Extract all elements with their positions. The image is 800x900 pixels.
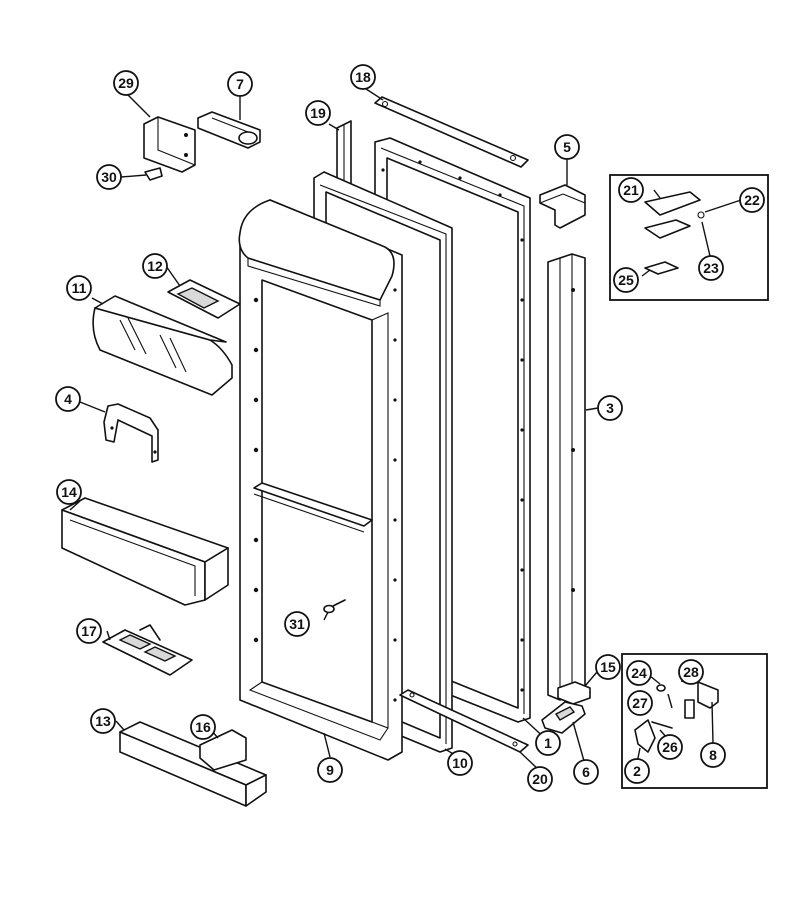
inset-box-bottom: [621, 653, 768, 789]
small-clip-drawing: [144, 167, 163, 181]
callout-10-label: 10: [452, 755, 468, 771]
callout-30-label: 30: [101, 169, 117, 185]
callout-9: 9: [317, 757, 343, 783]
screw-drawing: [323, 599, 346, 614]
callout-31-label: 31: [289, 616, 305, 632]
callout-28: 28: [678, 659, 704, 685]
callout-19: 19: [305, 100, 331, 126]
callout-15: 15: [595, 654, 621, 680]
callout-9-label: 9: [326, 762, 334, 778]
small-flap-drawing: [167, 279, 241, 319]
callout-11-label: 11: [72, 280, 87, 296]
callout-1-label: 1: [544, 735, 552, 751]
top-hinge-drawing: [197, 111, 261, 149]
callout-2-label: 2: [633, 763, 641, 779]
dairy-door-drawing: [92, 295, 233, 396]
inset-bottom-parts-drawing: [634, 681, 719, 753]
callout-1: 1: [535, 730, 561, 756]
inset-top-parts-drawing: [644, 191, 705, 275]
side-channel-drawing: [547, 253, 586, 701]
callout-29: 29: [113, 70, 139, 96]
callout-8-label: 8: [709, 747, 717, 763]
callout-22-label: 22: [744, 192, 760, 208]
callout-11: 11: [66, 275, 92, 301]
top-strip-drawing: [374, 96, 529, 168]
callout-16: 16: [190, 714, 216, 740]
bottom-strip-drawing: [399, 689, 529, 753]
callout-5-label: 5: [563, 139, 571, 155]
callout-12: 12: [142, 253, 168, 279]
callout-22: 22: [739, 187, 765, 213]
callout-20: 20: [527, 766, 553, 792]
callout-17-label: 17: [81, 623, 97, 639]
door-bin-drawing: [61, 497, 229, 606]
inset-box-top: [609, 174, 769, 301]
hinge-cover-drawing: [541, 701, 586, 734]
callout-20-label: 20: [532, 771, 548, 787]
callout-25: 25: [613, 267, 639, 293]
callout-24: 24: [626, 660, 652, 686]
callout-5: 5: [554, 134, 580, 160]
callout-23: 23: [698, 255, 724, 281]
callout-12-label: 12: [147, 258, 163, 274]
callout-15-label: 15: [600, 659, 616, 675]
door-liner-drawing: [238, 199, 403, 761]
callout-18-label: 18: [355, 69, 371, 85]
callout-28-label: 28: [683, 664, 699, 680]
callout-24-label: 24: [631, 665, 647, 681]
callout-6-label: 6: [582, 764, 590, 780]
callout-3: 3: [597, 395, 623, 421]
callout-18: 18: [350, 64, 376, 90]
callout-14-label: 14: [61, 484, 77, 500]
callout-4-label: 4: [64, 391, 72, 407]
base-grate-drawing: [102, 624, 193, 676]
callout-27: 27: [627, 690, 653, 716]
callout-14: 14: [56, 479, 82, 505]
callout-17: 17: [76, 618, 102, 644]
callout-21: 21: [618, 177, 644, 203]
bin-divider-drawing: [199, 729, 247, 771]
callout-16-label: 16: [195, 719, 211, 735]
callout-26: 26: [657, 734, 683, 760]
callout-10: 10: [447, 750, 473, 776]
callout-7: 7: [227, 71, 253, 97]
bottom-cap-drawing: [557, 681, 591, 705]
callout-2: 2: [624, 758, 650, 784]
callout-3-label: 3: [606, 400, 614, 416]
callout-4: 4: [55, 386, 81, 412]
callout-13-label: 13: [95, 713, 111, 729]
callout-21-label: 21: [623, 182, 639, 198]
callout-29-label: 29: [118, 75, 134, 91]
hinge-bracket-drawing: [143, 116, 196, 173]
callout-27-label: 27: [632, 695, 648, 711]
callout-31: 31: [284, 611, 310, 637]
callout-26-label: 26: [662, 739, 678, 755]
lower-bin-drawing: [119, 721, 267, 807]
callout-6: 6: [573, 759, 599, 785]
door-handle-drawing: [103, 403, 159, 463]
callout-7-label: 7: [236, 76, 244, 92]
callout-13: 13: [90, 708, 116, 734]
callout-25-label: 25: [618, 272, 634, 288]
top-cap-drawing: [539, 184, 586, 229]
callout-23-label: 23: [703, 260, 719, 276]
callout-8: 8: [700, 742, 726, 768]
callout-30: 30: [96, 164, 122, 190]
callout-19-label: 19: [310, 105, 326, 121]
